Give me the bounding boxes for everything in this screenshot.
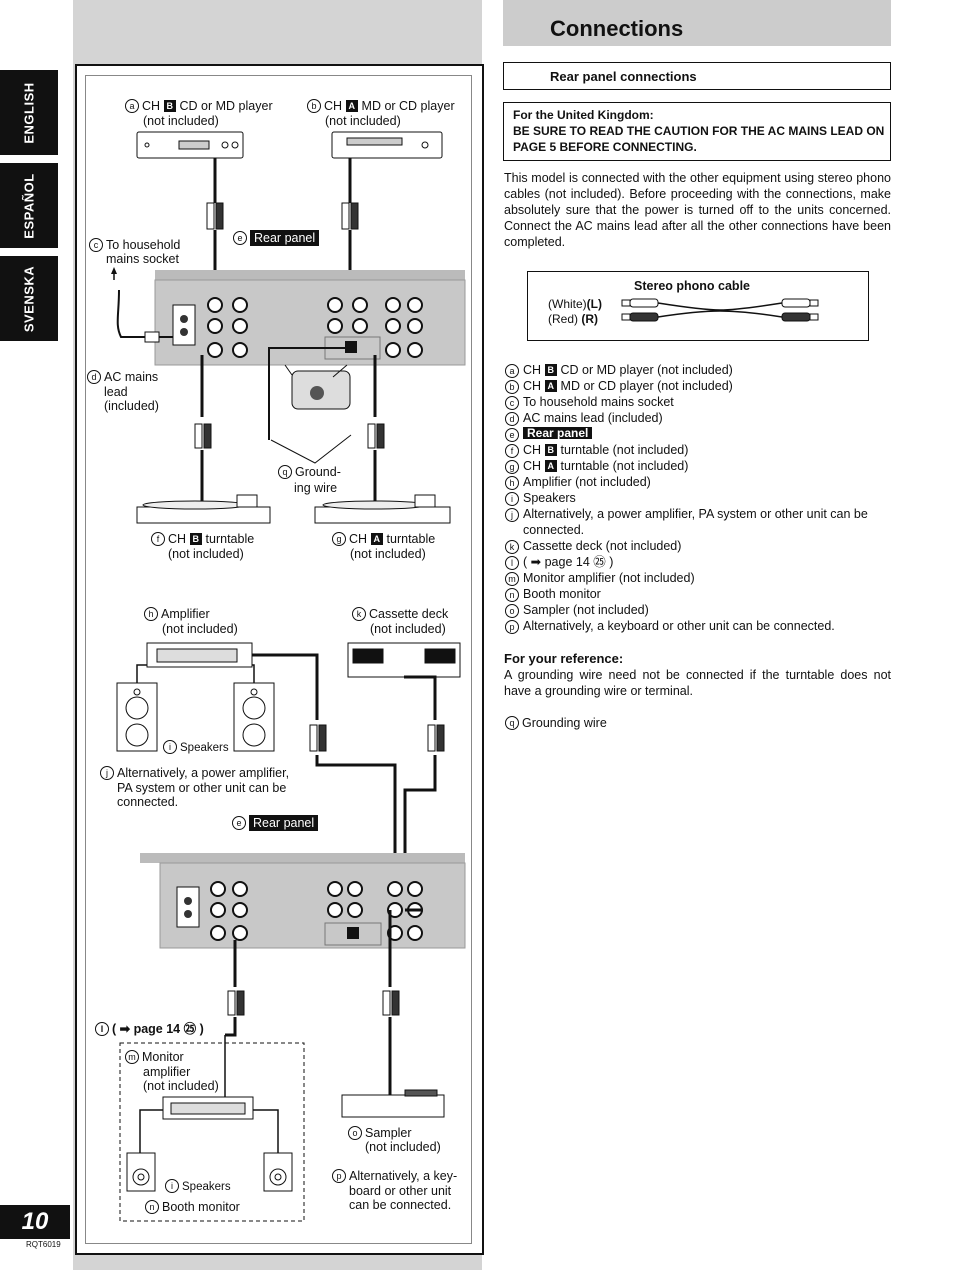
label-f-sub: (not included) bbox=[168, 547, 244, 561]
page-title: Connections bbox=[550, 16, 684, 41]
label-p-3: can be connected. bbox=[349, 1198, 452, 1212]
label-j-2: PA system or other unit can be bbox=[117, 781, 287, 795]
speakers-top bbox=[116, 682, 275, 752]
grounding-wire bbox=[268, 347, 353, 440]
cable-white: (White)(L) bbox=[548, 297, 602, 311]
label-d-sub2: (included) bbox=[104, 399, 159, 413]
label-d-sub1: lead bbox=[104, 385, 128, 399]
cassette-deck-k bbox=[347, 642, 461, 678]
cable-red: (Red) (R) bbox=[548, 312, 599, 326]
label-m-2: amplifier bbox=[143, 1065, 191, 1079]
cable-illustration bbox=[621, 298, 819, 322]
uk-notice-line2: BE SURE TO READ THE CAUTION FOR THE AC M… bbox=[513, 124, 885, 154]
label-c-sub: mains socket bbox=[106, 252, 179, 266]
turntable-b bbox=[136, 494, 271, 524]
subtitle-box: Rear panel connections bbox=[503, 62, 891, 90]
tab-svenska: SVENSKA bbox=[0, 256, 58, 341]
label-m-3: (not included) bbox=[143, 1079, 219, 1093]
reference-text: A grounding wire need not be connected i… bbox=[504, 668, 891, 698]
title-bar bbox=[503, 0, 891, 46]
uk-notice: For the United Kingdom: BE SURE TO READ … bbox=[503, 102, 891, 161]
uk-notice-line1: For the United Kingdom: bbox=[513, 108, 654, 122]
label-h-sub: (not included) bbox=[162, 622, 238, 636]
subtitle: Rear panel connections bbox=[550, 69, 697, 84]
ac-mains-lead bbox=[116, 289, 173, 338]
connection-diagram bbox=[111, 131, 466, 1222]
label-p-2: board or other unit bbox=[349, 1184, 452, 1198]
doc-code: RQT6019 bbox=[26, 1240, 61, 1249]
plug-a bbox=[206, 202, 359, 230]
label-l: l( ➡ page 14 ㉕ ) bbox=[95, 1022, 204, 1037]
label-g-sub: (not included) bbox=[350, 547, 426, 561]
tab-espanol: ESPAÑOL bbox=[0, 163, 58, 248]
label-j-3: connected. bbox=[117, 795, 179, 809]
cd-player-b bbox=[136, 131, 244, 159]
page-number: 10 bbox=[0, 1205, 70, 1239]
legend-item-l: l( ➡ page 14 ㉕ ) bbox=[505, 554, 895, 570]
label-a-sub: (not included) bbox=[143, 114, 219, 128]
intro-text: This model is connected with the other e… bbox=[504, 171, 891, 249]
ground-terminal-inset bbox=[284, 364, 351, 410]
label-o-sub: (not included) bbox=[365, 1140, 441, 1154]
monitor-dashed-box bbox=[119, 1042, 305, 1222]
label-q-sub: ing wire bbox=[294, 481, 338, 495]
booth-speakers bbox=[126, 1152, 293, 1192]
rear-panel-bottom bbox=[140, 853, 466, 949]
tab-english: ENGLISH bbox=[0, 70, 58, 155]
label-k-sub: (not included) bbox=[370, 622, 446, 636]
md-player-a bbox=[331, 131, 443, 159]
rear-panel-top bbox=[154, 270, 466, 366]
cable-title: Stereo phono cable bbox=[634, 279, 750, 293]
reference-heading: For your reference: bbox=[504, 651, 624, 666]
label-b-sub: (not included) bbox=[325, 114, 401, 128]
sampler bbox=[341, 1089, 445, 1118]
turntable-a bbox=[314, 494, 451, 524]
monitor-amplifier bbox=[162, 1096, 254, 1120]
cable-box: Stereo phono cable (White)(L) (Red) (R) bbox=[527, 271, 869, 341]
amplifier-h bbox=[146, 642, 253, 668]
